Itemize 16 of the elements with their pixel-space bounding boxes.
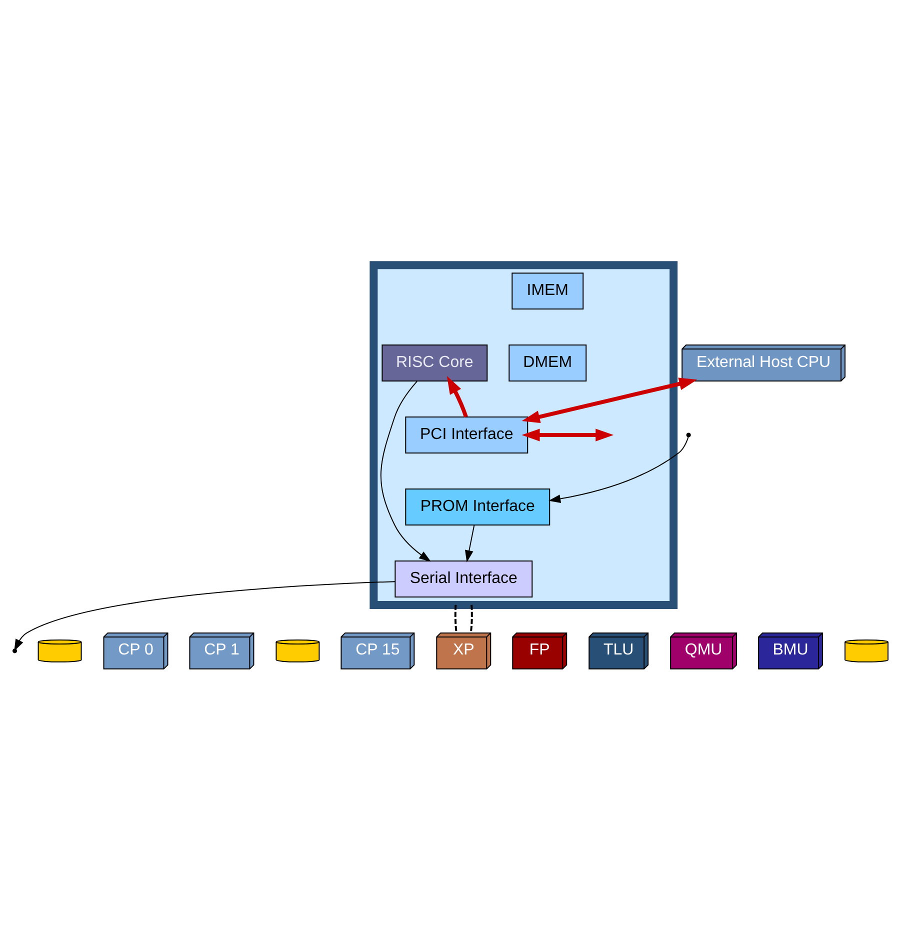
arrow: [521, 428, 614, 441]
arrow: [380, 380, 431, 562]
node-box: RISC Core: [381, 344, 488, 382]
connector: [469, 604, 472, 632]
arrow: [464, 524, 474, 562]
node-box: DMEM: [508, 344, 586, 382]
arrow: [521, 377, 697, 423]
arrow: [446, 376, 468, 418]
node-box: PROM Interface: [404, 488, 550, 525]
arrow: [14, 580, 396, 651]
node-box: Serial Interface: [394, 560, 532, 597]
connector: [454, 604, 457, 632]
node-box: PCI Interface: [404, 416, 528, 453]
cluster: [369, 260, 678, 608]
node-box: IMEM: [511, 272, 584, 310]
arrow: [548, 435, 689, 502]
